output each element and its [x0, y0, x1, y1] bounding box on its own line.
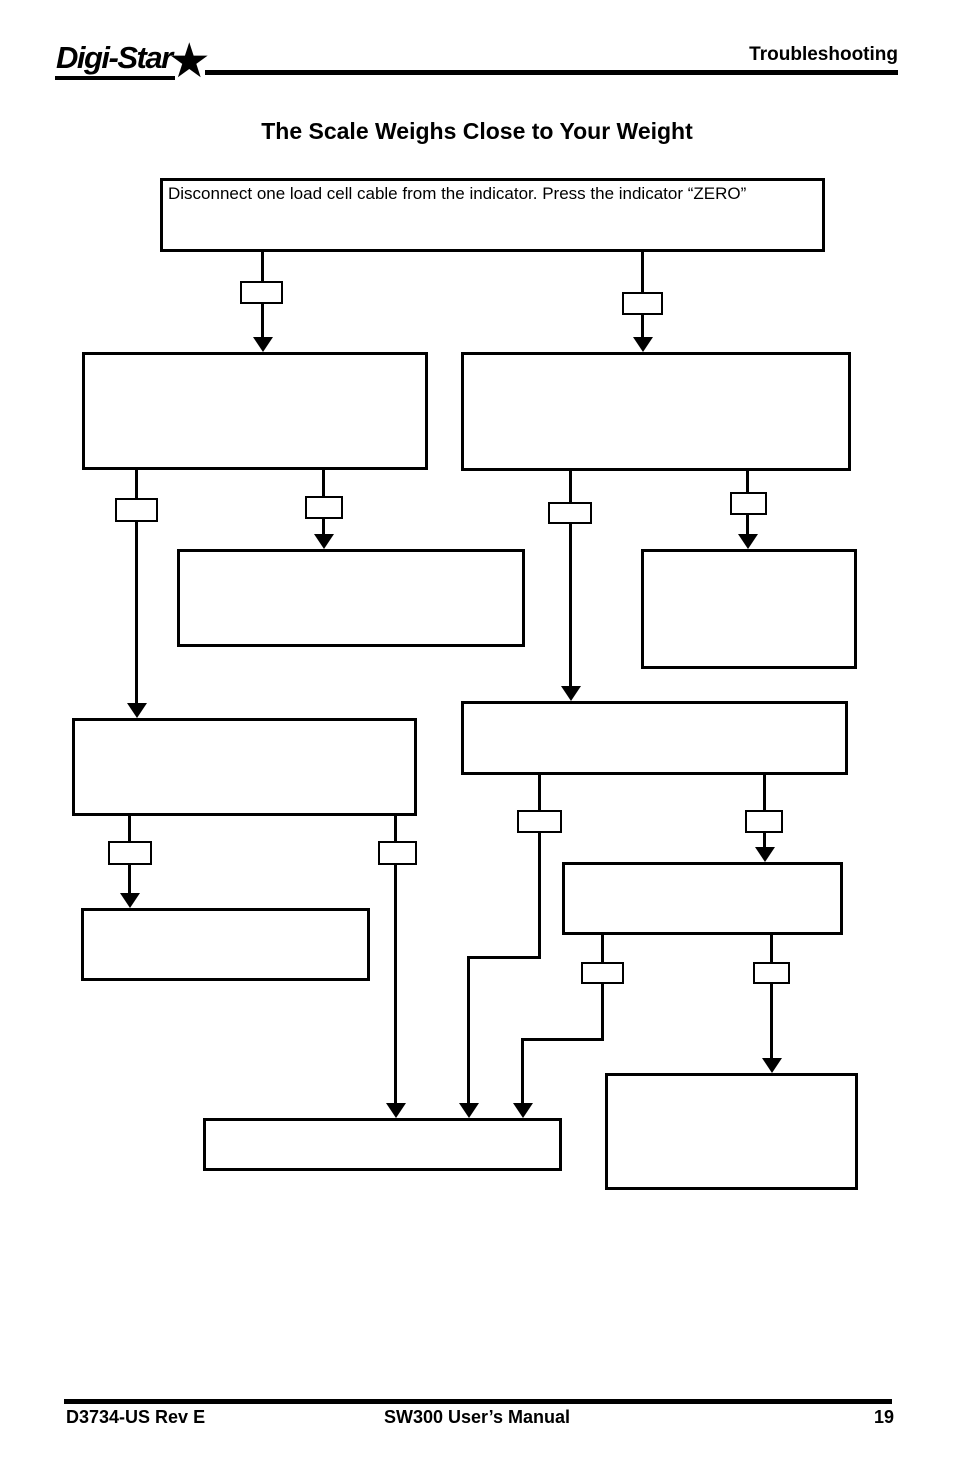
flow-line — [135, 470, 138, 498]
footer-doc-ref: D3734-US Rev E — [66, 1407, 206, 1427]
flow-line — [770, 984, 773, 1060]
flow-line — [569, 471, 572, 502]
flow-box-start-text: Disconnect one load cell cable from the … — [168, 184, 747, 203]
flow-line — [261, 304, 264, 340]
flow-box-left-result — [82, 352, 428, 470]
flow-box-bottom-left — [81, 908, 370, 981]
flow-elbow-line — [601, 984, 604, 1041]
flow-connector — [115, 498, 158, 522]
flow-line — [763, 833, 766, 850]
flow-line — [322, 470, 325, 496]
footer-manual-name: SW300 User’s Manual — [383, 1407, 571, 1427]
logo-wordmark: Digi-Star — [55, 40, 175, 80]
flow-line — [394, 816, 397, 841]
flow-arrowhead — [755, 847, 775, 862]
flow-line — [770, 935, 773, 962]
flow-connector — [548, 502, 592, 524]
flow-arrowhead — [762, 1058, 782, 1073]
flow-line — [128, 816, 131, 841]
flow-box-bottom-center — [203, 1118, 562, 1171]
flow-line — [746, 471, 749, 492]
flow-line — [746, 515, 749, 537]
flow-line — [322, 519, 325, 537]
flow-connector — [753, 962, 790, 984]
flow-box-start: Disconnect one load cell cable from the … — [160, 178, 825, 252]
flow-arrowhead — [127, 703, 147, 718]
flow-line — [261, 252, 264, 281]
flow-connector — [378, 841, 417, 865]
flow-connector — [581, 962, 624, 984]
flow-elbow-line — [538, 833, 541, 959]
digistar-logo: Digi-Star★ — [55, 34, 211, 88]
flow-line — [394, 865, 397, 1105]
flow-box-right-lower — [562, 862, 843, 935]
flow-connector — [240, 281, 283, 304]
flow-line — [569, 524, 572, 687]
flow-arrowhead — [253, 337, 273, 352]
flow-arrowhead — [120, 893, 140, 908]
flow-connector — [730, 492, 767, 515]
flow-box-right-result — [461, 352, 851, 471]
flow-line — [763, 775, 766, 810]
flow-line — [641, 252, 644, 292]
flow-elbow-line — [521, 1038, 524, 1105]
flow-box-left-action — [177, 549, 525, 647]
flow-box-right-action — [641, 549, 857, 669]
flow-elbow-line — [468, 956, 541, 959]
flow-box-left-middle — [72, 718, 417, 816]
flow-elbow-line — [521, 1038, 604, 1041]
flow-arrowhead — [561, 686, 581, 701]
flow-line — [135, 522, 138, 705]
flow-line — [538, 775, 541, 810]
flow-line — [128, 865, 131, 894]
flow-elbow-line — [467, 956, 470, 1105]
footer-page-number: 19 — [873, 1407, 894, 1427]
flow-box-bottom-right — [605, 1073, 858, 1190]
flow-line — [641, 315, 644, 340]
section-label: Troubleshooting — [749, 44, 898, 65]
flow-connector — [745, 810, 783, 833]
flow-arrowhead — [738, 534, 758, 549]
flow-connector — [305, 496, 343, 519]
footer-rule — [64, 1399, 892, 1404]
flow-arrowhead — [459, 1103, 479, 1118]
flow-connector — [108, 841, 152, 865]
flow-arrowhead — [633, 337, 653, 352]
header-rule — [205, 70, 898, 75]
flow-box-right-middle — [461, 701, 848, 775]
page-title: The Scale Weighs Close to Your Weight — [261, 118, 693, 144]
flow-arrowhead — [314, 534, 334, 549]
flow-line — [601, 935, 604, 962]
flow-arrowhead — [386, 1103, 406, 1118]
flow-connector — [517, 810, 562, 833]
flow-arrowhead — [513, 1103, 533, 1118]
flow-connector — [622, 292, 663, 315]
